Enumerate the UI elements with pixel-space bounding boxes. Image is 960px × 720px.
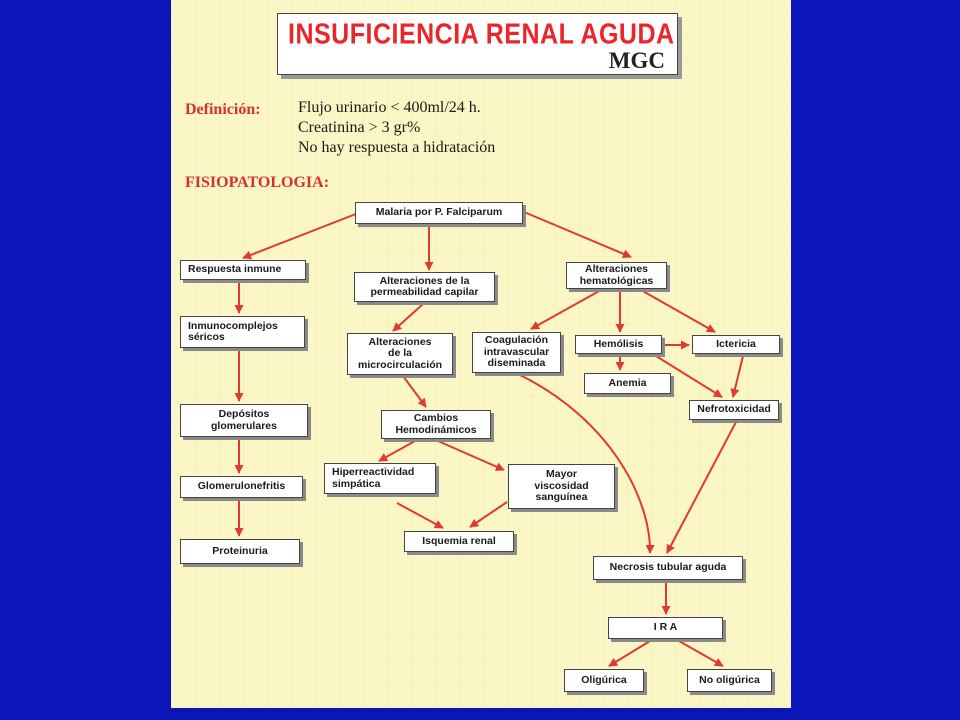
node-respuesta-inmune-line: Respuesta inmune — [188, 263, 282, 276]
arrow-coagulacion-necrosis — [519, 374, 655, 554]
node-coagulacion-line-3: diseminada — [487, 357, 546, 370]
node-no-oligurica: No oligúrica — [687, 669, 772, 692]
arrow-nefrotoxicidad-necrosis — [666, 421, 737, 554]
node-proteinuria: Proteinuria — [180, 539, 300, 564]
definition-line-2: Creatinina > 3 gr% — [298, 119, 421, 136]
arrow-hiperreactividad-isquemia — [396, 502, 444, 529]
node-cambios-line-2: Hemodinámicos — [395, 423, 477, 436]
node-hemato-line-2: hematológicas — [579, 274, 654, 287]
node-ictericia-line: Ictericia — [716, 337, 756, 350]
node-inmunocomplejos: Inmunocomplejos séricos — [180, 316, 305, 348]
node-depositos-glomerulares: Depósitos glomerulares — [180, 404, 308, 437]
node-permeabilidad-line-1: Alteraciones de la — [379, 274, 470, 287]
arrow-cambios-hiperreactividad — [378, 440, 416, 462]
node-cambios-hemodinamicos: Cambios Hemodinámicos — [381, 410, 491, 439]
node-coagulacion-line-1: Coagulación — [484, 334, 548, 347]
node-alteraciones-hematologicas: Alteraciones hematológicas — [566, 262, 667, 289]
node-oligurica-line: Oligúrica — [581, 673, 627, 686]
arrow-ictericia-nefrotoxicidad — [730, 355, 744, 398]
node-viscosidad-line-1: Mayor — [546, 468, 577, 481]
node-no-oligurica-line: No oligúrica — [699, 673, 760, 686]
node-isquemia-line: Isquemia renal — [422, 534, 496, 547]
node-depositos-line-2: glomerulares — [211, 419, 277, 432]
node-necrosis-line: Necrosis tubular aguda — [609, 561, 727, 574]
node-hemolisis: Hemólisis — [575, 335, 662, 354]
node-hiperreactividad-line-1: Hiperreactividad — [332, 466, 415, 478]
node-glomerulonefritis: Glomerulonefritis — [180, 476, 303, 498]
node-hiperreactividad-line-2: simpática — [332, 477, 381, 490]
node-hemolisis-line: Hemólisis — [593, 337, 644, 350]
definition-label: Definición: — [185, 101, 261, 118]
arrow-permeabilidad-microcirculacion — [392, 303, 424, 332]
node-microcirculacion: Alteraciones de la microcirculación — [347, 333, 453, 375]
arrow-hematologicas-coagulacion — [530, 289, 602, 330]
node-mayor-viscosidad: Mayor viscosidad sanguínea — [508, 464, 615, 509]
node-ira-line: I R A — [653, 621, 678, 634]
node-viscosidad-line-2: viscosidad — [534, 479, 589, 492]
node-ira: I R A — [608, 617, 723, 639]
arrow-microcirculacion-cambios — [402, 375, 427, 408]
node-depositos-line-1: Depósitos — [218, 408, 270, 420]
arrow-malaria-respuesta — [242, 211, 362, 260]
arrow-layer — [234, 211, 744, 667]
node-malaria-line: Malaria por P. Falciparum — [375, 206, 503, 219]
definition-line-3: No hay respuesta a hidratación — [298, 139, 496, 156]
node-glomerulonefritis-line: Glomerulonefritis — [197, 480, 286, 493]
node-nefrotoxicidad-line: Nefrotoxicidad — [697, 403, 771, 416]
page-title: INSUFICIENCIA RENAL AGUDA — [288, 18, 675, 51]
definition-line-1: Flujo urinario < 400ml/24 h. — [298, 99, 481, 116]
node-viscosidad-line-3: sanguínea — [535, 491, 588, 504]
arrow-hemolisis-nefrotoxicidad — [655, 355, 723, 398]
node-microcirculacion-line-1: Alteraciones — [368, 335, 432, 348]
node-coagulacion: Coagulación intravascular diseminada — [472, 332, 561, 373]
arrow-cambios-viscosidad — [437, 440, 505, 471]
arrow-ira-oligurica — [608, 640, 651, 667]
node-cambios-line-1: Cambios — [413, 412, 459, 424]
page-subtitle: MGC — [608, 48, 665, 73]
node-respuesta-inmune: Respuesta inmune — [180, 260, 306, 280]
node-coagulacion-line-2: intravascular — [483, 345, 550, 358]
node-hemato-line-1: Alteraciones — [584, 263, 649, 275]
arrow-ira-no-oligurica — [678, 640, 724, 667]
arrow-hematologicas-ictericia — [640, 289, 716, 333]
node-isquemia-renal: Isquemia renal — [404, 531, 514, 552]
node-microcirculacion-line-3: microcirculación — [357, 358, 443, 371]
title-box: INSUFICIENCIA RENAL AGUDA MGC — [277, 13, 678, 75]
node-inmunocomplejos-line-1: Inmunocomplejos — [188, 319, 278, 332]
node-necrosis-tubular: Necrosis tubular aguda — [593, 556, 743, 580]
node-nefrotoxicidad: Nefrotoxicidad — [689, 400, 779, 420]
node-permeabilidad-line-2: permeabilidad capilar — [370, 286, 479, 298]
node-inmunocomplejos-line-2: séricos — [188, 331, 225, 343]
node-microcirculacion-line-2: de la — [388, 347, 412, 360]
node-ictericia: Ictericia — [692, 335, 780, 354]
arrow-viscosidad-isquemia — [469, 501, 508, 528]
node-permeabilidad: Alteraciones de la permeabilidad capilar — [354, 272, 495, 302]
diagram-page: INSUFICIENCIA RENAL AGUDA MGC Definición… — [171, 0, 791, 708]
node-proteinuria-line: Proteinuria — [212, 544, 268, 557]
arrow-malaria-hematologicas — [523, 211, 632, 259]
pathophysiology-label: FISIOPATOLOGIA: — [185, 174, 330, 191]
node-oligurica: Oligúrica — [564, 669, 644, 692]
node-malaria: Malaria por P. Falciparum — [355, 202, 523, 224]
node-anemia-line: Anemia — [608, 376, 647, 389]
node-anemia: Anemia — [584, 373, 671, 394]
node-hiperreactividad: Hiperreactividad simpática — [324, 463, 436, 494]
